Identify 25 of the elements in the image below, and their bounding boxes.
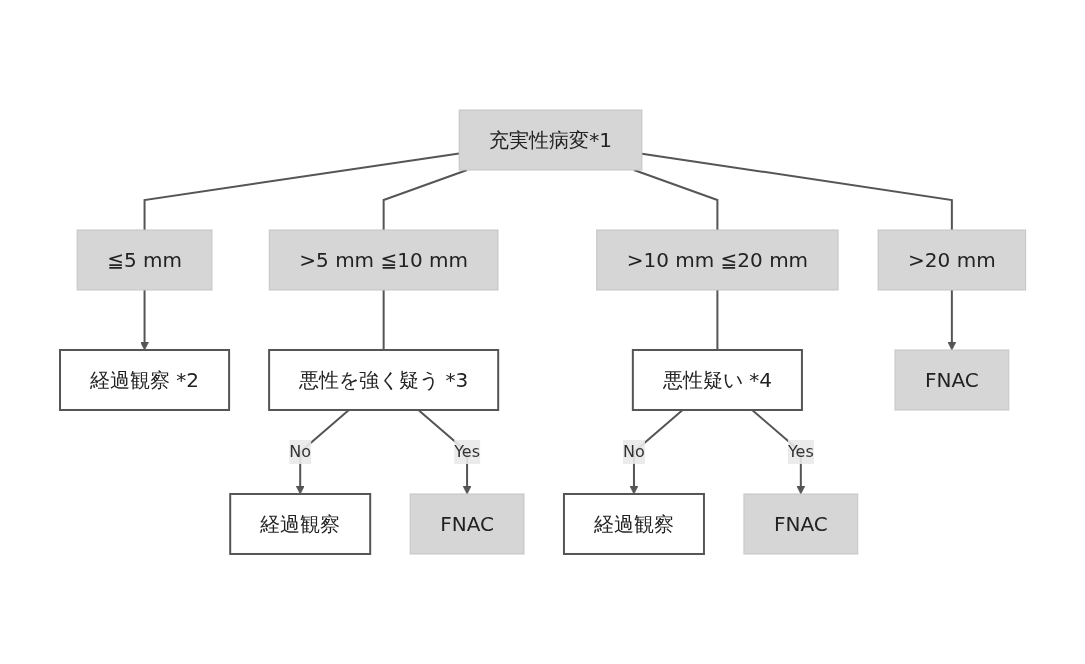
arrow xyxy=(629,409,684,495)
arrow xyxy=(947,289,956,351)
node-box: FNAC xyxy=(894,349,1009,411)
node-box: ≦5 mm xyxy=(76,229,213,291)
edge-label: Yes xyxy=(787,441,814,461)
connector xyxy=(640,152,953,231)
connector xyxy=(143,152,460,231)
connector xyxy=(382,289,385,351)
node-box: 充実性病変*1 xyxy=(458,109,643,171)
node-box: >10 mm ≦20 mm xyxy=(595,229,839,291)
connector xyxy=(382,169,468,231)
node-box: FNAC xyxy=(743,493,858,555)
node-box: >20 mm xyxy=(877,229,1026,291)
node-box: >5 mm ≦10 mm xyxy=(268,229,499,291)
node-box: 悪性を強く疑う *3 xyxy=(267,349,499,411)
arrow xyxy=(139,289,149,351)
node-box: 悪性疑い *4 xyxy=(631,349,803,411)
edge-label: Yes xyxy=(453,441,480,461)
edge-label: No xyxy=(288,441,311,461)
node-box: FNAC xyxy=(409,493,525,555)
node-box: 経過観察 xyxy=(228,493,371,555)
node-box: 経過観察 xyxy=(562,493,705,555)
node-box: 経過観察 *2 xyxy=(58,349,230,411)
edge-label: No xyxy=(622,441,645,461)
connector xyxy=(716,289,719,351)
